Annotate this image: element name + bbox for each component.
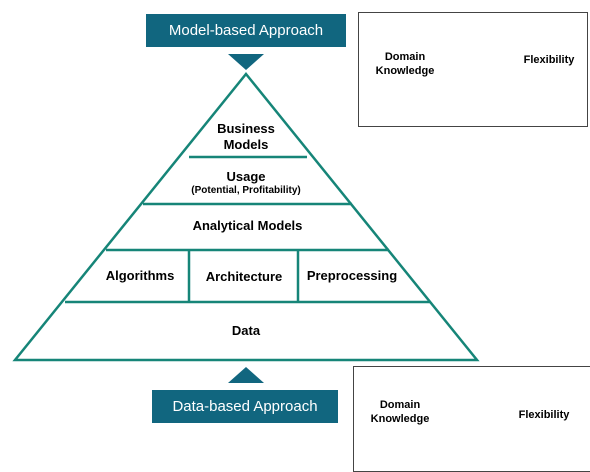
tier-data: Data	[231, 323, 261, 338]
domain-knowledge-label: Domain Knowledge	[375, 51, 435, 77]
tier-preprocessing: Preprocessing	[306, 268, 398, 283]
flexibility-label: Flexibility	[523, 54, 575, 66]
domain-knowledge-label: Domain Knowledge	[370, 399, 430, 425]
flexibility-label: Flexibility	[518, 409, 570, 421]
legend-model-based: Domain Knowledge Flexibility	[358, 12, 588, 127]
legend-data-based: Domain Knowledge Flexibility	[353, 366, 590, 472]
up-arrow-icon	[228, 367, 264, 383]
tier-architecture: Architecture	[205, 269, 283, 284]
tier-business-models: Business Models	[217, 121, 275, 152]
tier-algorithms: Algorithms	[105, 268, 175, 283]
usage-subtitle: (Potential, Profitability)	[191, 184, 301, 196]
tier-usage: Usage (Potential, Profitability)	[150, 169, 342, 197]
tier-analytical-models: Analytical Models	[192, 218, 303, 233]
model-based-approach-label: Model-based Approach	[146, 14, 346, 47]
down-arrow-icon	[228, 54, 264, 70]
data-based-approach-label: Data-based Approach	[152, 390, 338, 423]
pyramid-outline	[12, 72, 480, 362]
usage-title: Usage	[226, 169, 266, 184]
